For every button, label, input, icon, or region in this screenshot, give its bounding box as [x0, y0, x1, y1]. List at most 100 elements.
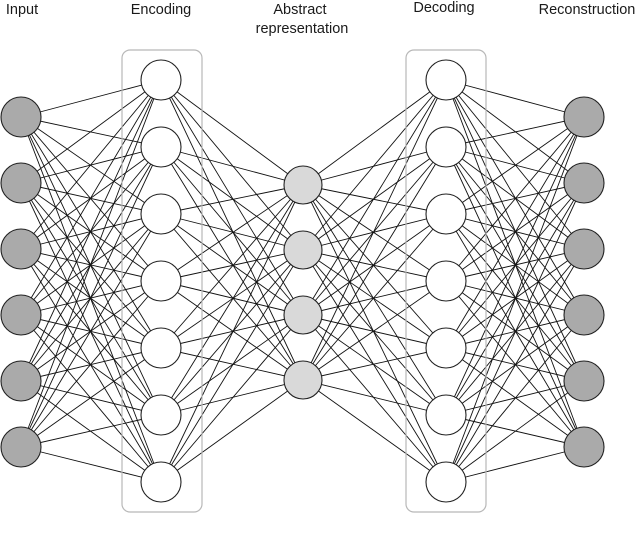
encoding-node-6: [140, 394, 182, 436]
connection-edges: [20, 79, 585, 483]
abstract-layer-title: Abstract representation: [256, 2, 349, 37]
edge-decoding-1-to-reconstruction-1: [445, 79, 585, 118]
edge-decoding-3-to-reconstruction-1: [445, 116, 585, 215]
edge-decoding-1-to-reconstruction-3: [445, 79, 585, 250]
edge-encoding-3-to-abstract-4: [160, 213, 304, 381]
input-node-1: [0, 96, 42, 138]
edge-decoding-3-to-reconstruction-5: [445, 213, 585, 382]
edge-decoding-2-to-reconstruction-1: [445, 116, 585, 148]
decoding-layer-title: Decoding: [413, 0, 474, 16]
edge-abstract-3-to-decoding-3: [302, 213, 447, 316]
edge-decoding-6-to-reconstruction-1: [445, 116, 585, 416]
edge-abstract-1-to-decoding-1: [302, 79, 447, 186]
edge-input-3-to-encoding-5: [20, 248, 162, 349]
encoding-layer-box: [121, 49, 203, 513]
edge-decoding-4-to-reconstruction-5: [445, 280, 585, 382]
edge-encoding-1-to-abstract-4: [160, 79, 304, 381]
edge-input-1-to-encoding-1: [20, 79, 162, 118]
edge-input-5-to-encoding-1: [20, 79, 162, 382]
encoding-node-2: [140, 126, 182, 168]
edge-input-4-to-encoding-7: [20, 314, 162, 483]
edge-decoding-7-to-reconstruction-6: [445, 446, 585, 483]
edge-encoding-3-to-abstract-1: [160, 184, 304, 215]
edge-encoding-5-to-abstract-3: [160, 314, 304, 349]
edge-abstract-3-to-decoding-6: [302, 314, 447, 416]
edge-input-6-to-encoding-1: [20, 79, 162, 448]
decoding-node-3: [425, 193, 467, 235]
input-node-2: [0, 162, 42, 204]
edge-abstract-2-to-decoding-5: [302, 249, 447, 349]
edge-abstract-3-to-decoding-7: [302, 314, 447, 483]
encoding-node-3: [140, 193, 182, 235]
edge-abstract-1-to-decoding-5: [302, 184, 447, 349]
network-nodes: [0, 59, 605, 503]
input-node-6: [0, 426, 42, 468]
edge-abstract-2-to-decoding-2: [302, 146, 447, 251]
edge-abstract-3-to-decoding-4: [302, 280, 447, 316]
abstract-node-2: [283, 230, 323, 270]
input-node-4: [0, 294, 42, 336]
input-node-3: [0, 228, 42, 270]
reconstruction-node-1: [563, 96, 605, 138]
edge-encoding-7-to-abstract-2: [160, 249, 304, 483]
edge-input-6-to-encoding-7: [20, 446, 162, 483]
layer-titles: Input Encoding Abstract representation D…: [6, 0, 635, 37]
reconstruction-node-5: [563, 360, 605, 402]
decoding-layer-box: [405, 49, 487, 513]
encoding-node-7: [140, 461, 182, 503]
edge-encoding-1-to-abstract-2: [160, 79, 304, 251]
edge-abstract-3-to-decoding-5: [302, 314, 447, 349]
edge-input-6-to-encoding-2: [20, 146, 162, 448]
abstract-node-1: [283, 165, 323, 205]
edge-encoding-5-to-abstract-2: [160, 249, 304, 349]
edge-abstract-4-to-decoding-7: [302, 379, 447, 483]
edge-abstract-2-to-decoding-1: [302, 79, 447, 251]
decoding-node-4: [425, 260, 467, 302]
edge-abstract-2-to-decoding-6: [302, 249, 447, 416]
abstract-node-3: [283, 295, 323, 335]
edge-decoding-7-to-reconstruction-1: [445, 116, 585, 483]
edge-encoding-2-to-abstract-1: [160, 146, 304, 186]
edge-abstract-1-to-decoding-6: [302, 184, 447, 416]
encoding-node-5: [140, 327, 182, 369]
edge-abstract-3-to-decoding-1: [302, 79, 447, 316]
edge-encoding-2-to-abstract-2: [160, 146, 304, 251]
abstract-node-4: [283, 360, 323, 400]
edge-encoding-2-to-abstract-4: [160, 146, 304, 381]
edge-abstract-4-to-decoding-2: [302, 146, 447, 381]
edge-encoding-1-to-abstract-1: [160, 79, 304, 186]
edge-input-3-to-encoding-6: [20, 248, 162, 416]
edge-encoding-4-to-abstract-2: [160, 249, 304, 282]
reconstruction-layer-title-line: Reconstruction: [539, 2, 636, 18]
edge-encoding-6-to-abstract-3: [160, 314, 304, 416]
input-layer-title-line: Input: [6, 2, 38, 18]
reconstruction-node-6: [563, 426, 605, 468]
layer-group-boxes: [121, 49, 487, 513]
edge-encoding-1-to-abstract-3: [160, 79, 304, 316]
encoding-layer-title-line: Encoding: [131, 2, 191, 18]
edge-decoding-4-to-reconstruction-6: [445, 280, 585, 448]
reconstruction-layer-title: Reconstruction: [539, 2, 636, 18]
edge-encoding-5-to-abstract-4: [160, 347, 304, 381]
edge-decoding-7-to-reconstruction-2: [445, 182, 585, 483]
edge-decoding-3-to-reconstruction-4: [445, 213, 585, 316]
edge-encoding-7-to-abstract-4: [160, 379, 304, 483]
abstract-layer-title-line-1: Abstract: [273, 2, 326, 18]
decoding-node-6: [425, 394, 467, 436]
edge-abstract-2-to-decoding-4: [302, 249, 447, 282]
edge-decoding-7-to-reconstruction-3: [445, 248, 585, 483]
edge-decoding-5-to-reconstruction-1: [445, 116, 585, 349]
edge-encoding-2-to-abstract-3: [160, 146, 304, 316]
decoding-node-2: [425, 126, 467, 168]
encoding-node-1: [140, 59, 182, 101]
edge-input-2-to-encoding-4: [20, 182, 162, 282]
edge-abstract-1-to-decoding-3: [302, 184, 447, 215]
edge-input-6-to-encoding-4: [20, 280, 162, 448]
decoding-node-1: [425, 59, 467, 101]
input-layer-title: Input: [6, 2, 38, 18]
edge-decoding-4-to-reconstruction-1: [445, 116, 585, 282]
edge-abstract-4-to-decoding-5: [302, 347, 447, 381]
edge-input-2-to-encoding-1: [20, 79, 162, 184]
edge-encoding-6-to-abstract-4: [160, 379, 304, 416]
edge-input-3-to-encoding-1: [20, 79, 162, 250]
